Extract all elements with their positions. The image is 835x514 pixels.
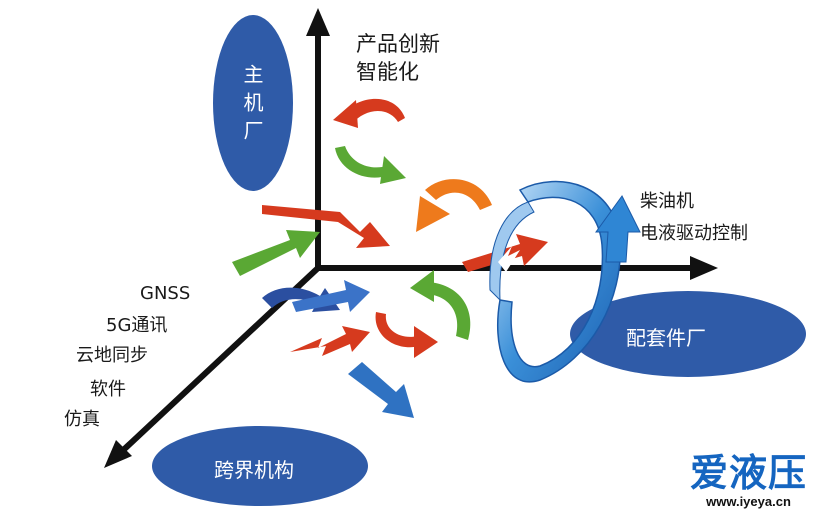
green-curved-arrow-lower-head <box>410 270 434 302</box>
label-software: 软件 <box>90 376 126 404</box>
red-curved-arrow-lower <box>376 312 420 347</box>
ellipse-label-supplier: 配套件厂 <box>626 322 706 351</box>
red-curved-arrow-head <box>333 100 358 128</box>
label-gnss: GNSS <box>140 280 190 308</box>
label-diesel-engine: 柴油机 <box>640 188 694 216</box>
watermark-url: www.iyeya.cn <box>690 494 807 509</box>
red-arrow-upper <box>262 205 390 248</box>
orange-arrow-head <box>416 196 450 232</box>
label-product-innovation: 产品创新 <box>356 30 440 58</box>
label-cloud-sync: 云地同步 <box>76 342 148 370</box>
watermark: 爱液压 www.iyeya.cn <box>690 452 807 509</box>
blue-arrow-down-right <box>348 362 414 418</box>
green-curved-arrow-head <box>380 156 406 184</box>
label-simulation: 仿真 <box>64 406 100 434</box>
ellipse-label-oem: 主机厂 <box>238 64 267 148</box>
red-curved-arrow-lower-head <box>414 326 438 358</box>
label-5g: 5G通讯 <box>106 312 167 340</box>
watermark-logo: 爱液压 <box>690 452 807 494</box>
axis-vertical-head <box>306 8 330 36</box>
label-electrohydraulic-control: 电液驱动控制 <box>640 220 748 248</box>
label-intelligence: 智能化 <box>356 58 419 86</box>
axis-horizontal-head <box>690 256 718 280</box>
green-arrow-left <box>232 230 320 276</box>
ellipse-label-crossover: 跨界机构 <box>214 454 294 483</box>
red-lightning-arrow <box>290 326 370 356</box>
